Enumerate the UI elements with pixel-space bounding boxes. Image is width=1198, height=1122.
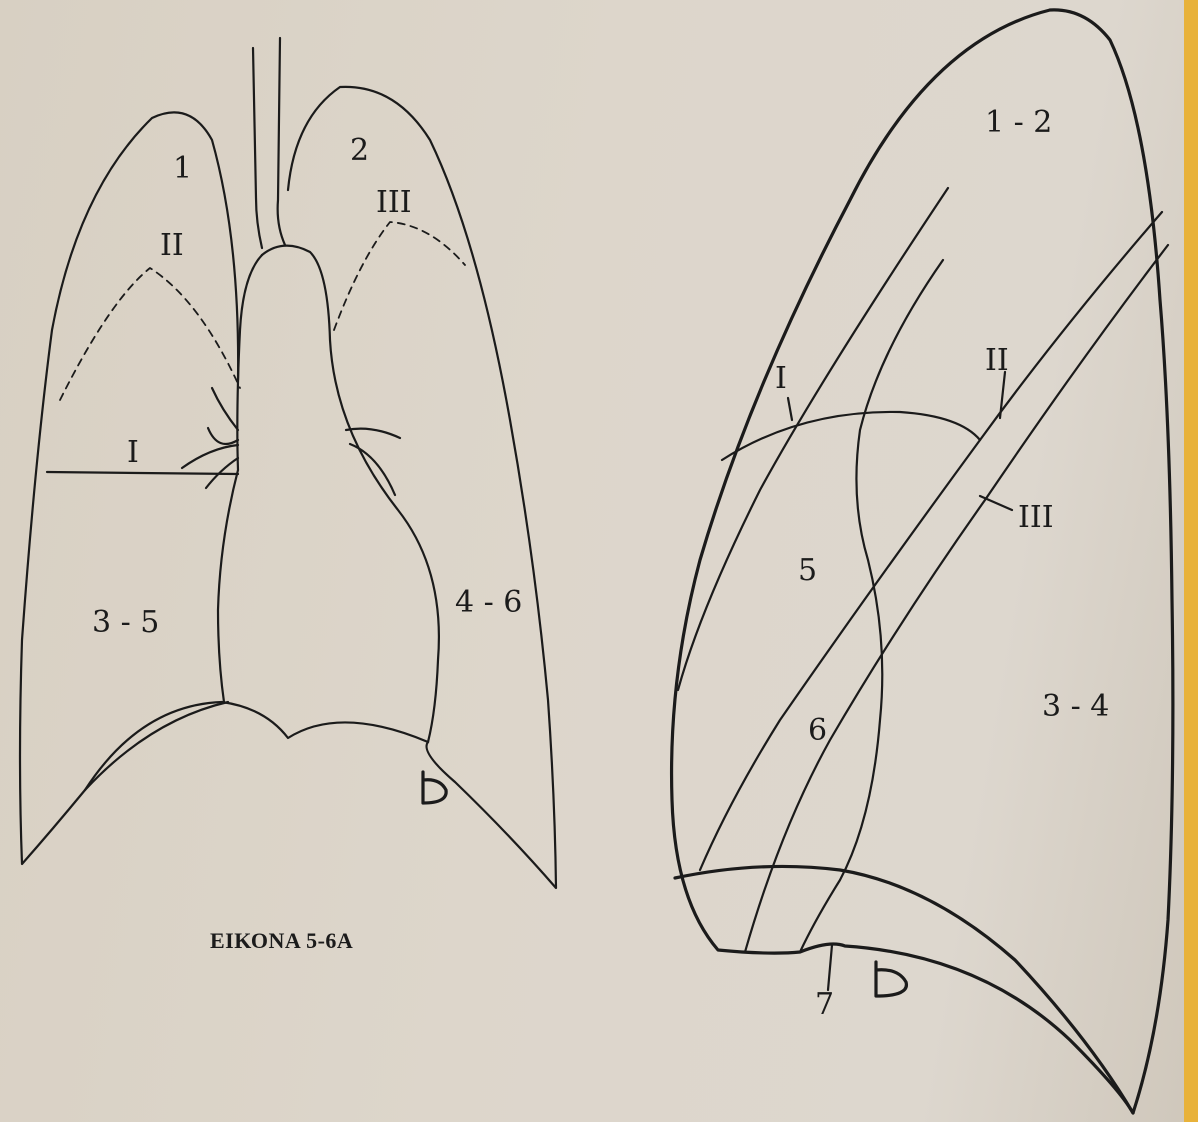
label-segments-1-2: 1 - 2 — [985, 105, 1052, 140]
dashed-line-II — [60, 268, 240, 400]
d-mark-left — [423, 772, 446, 803]
label-line-III: III — [376, 185, 412, 220]
label-fissure-III: III — [1018, 500, 1054, 535]
label-segment-5: 5 — [798, 553, 817, 588]
label-fissure-II: II — [985, 343, 1009, 378]
label-segment-1: 1 — [173, 151, 192, 186]
pointer-III — [980, 496, 1012, 510]
label-fissure-I: I — [775, 361, 787, 396]
fissure-III — [745, 245, 1168, 952]
pointer-7 — [828, 945, 832, 990]
dashed-line-III — [334, 222, 465, 330]
label-segments-3-4: 3 - 4 — [1042, 689, 1109, 724]
lateral-lung-diagram: 1 - 2 I II III 5 6 3 - 4 7 — [672, 10, 1173, 1113]
page-edge — [1184, 0, 1198, 1122]
label-segment-7: 7 — [815, 987, 834, 1022]
pointer-I — [788, 398, 792, 420]
label-line-I: I — [127, 435, 139, 470]
label-segment-2: 2 — [350, 133, 369, 168]
label-line-II: II — [160, 228, 184, 263]
frontal-lung-diagram: 1 2 II III I 3 - 5 4 - 6 ΕΙΚΟΝΑ 5-6Α — [20, 38, 556, 953]
label-segments-4-6: 4 - 6 — [455, 585, 522, 620]
fissure-II — [700, 212, 1162, 870]
figure-caption: ΕΙΚΟΝΑ 5-6Α — [210, 928, 353, 953]
diaphragm — [85, 702, 428, 790]
mediastinum-left-border — [218, 255, 262, 702]
label-segment-6: 6 — [808, 713, 827, 748]
oblique-line-2 — [800, 260, 943, 952]
label-segments-3-5: 3 - 5 — [92, 605, 159, 640]
left-lung-outline — [288, 87, 556, 888]
heart-outline — [262, 246, 439, 742]
d-mark-right — [876, 962, 906, 996]
curve-I — [722, 412, 980, 460]
horizontal-fissure — [47, 472, 238, 474]
trachea — [253, 38, 285, 248]
